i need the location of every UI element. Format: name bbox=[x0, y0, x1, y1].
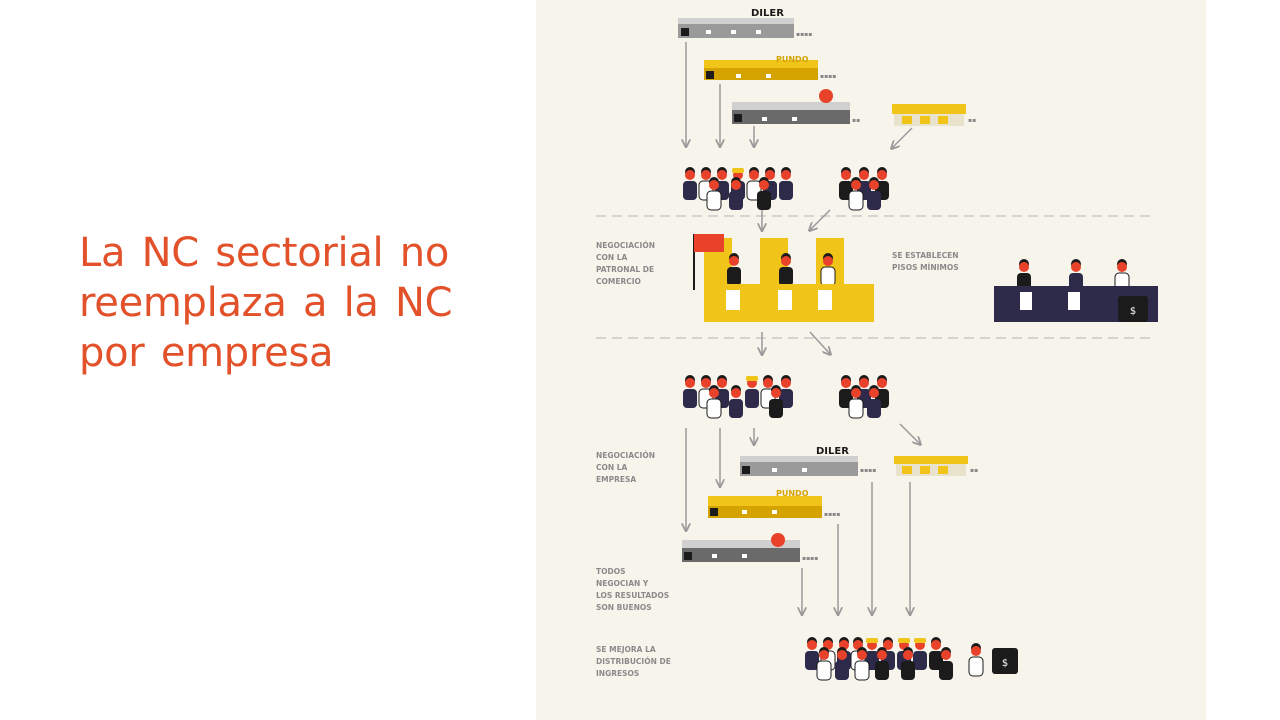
slide-title: La NC sectorial no reemplaza a la NC por… bbox=[79, 228, 499, 378]
svg-text:INGRESOS: INGRESOS bbox=[596, 669, 639, 678]
svg-text:CON LA: CON LA bbox=[596, 463, 628, 472]
svg-text:SE ESTABLECEN: SE ESTABLECEN bbox=[892, 251, 959, 260]
title-line-2: reemplaza a la NC bbox=[79, 280, 453, 326]
svg-text:▪▪▪▪: ▪▪▪▪ bbox=[796, 31, 812, 38]
worker-group-icon bbox=[839, 167, 889, 211]
svg-text:SE MEJORA LA: SE MEJORA LA bbox=[596, 645, 656, 654]
bargaining-infographic: DILER ▪▪▪▪ PUNDO ▪▪▪▪ ▪▪ ▪▪ bbox=[536, 0, 1206, 720]
sector-negotiation-table bbox=[693, 234, 874, 322]
store-icon: ▪▪ bbox=[894, 456, 978, 476]
worker-group-icon bbox=[683, 374, 793, 419]
svg-text:NEGOCIACIÓN: NEGOCIACIÓN bbox=[596, 451, 655, 460]
svg-text:PISOS MÍNIMOS: PISOS MÍNIMOS bbox=[892, 263, 959, 272]
store-icon: DILER ▪▪▪▪ bbox=[678, 8, 812, 38]
svg-text:NEGOCIAN Y: NEGOCIAN Y bbox=[596, 579, 649, 588]
employer-table: $ bbox=[994, 258, 1158, 322]
store-icon: ▪▪ bbox=[892, 104, 976, 126]
arrow-icon bbox=[762, 331, 830, 354]
title-line-1: La NC sectorial no bbox=[79, 230, 449, 276]
money-bag-icon: $ bbox=[1118, 296, 1148, 322]
income-distribution-label: SE MEJORA LA DISTRIBUCIÓN DE INGRESOS bbox=[596, 645, 671, 678]
svg-text:PATRONAL DE: PATRONAL DE bbox=[596, 265, 654, 274]
store-icon: PUNDO ▪▪▪▪ bbox=[704, 55, 836, 80]
worker-group-icon: $ bbox=[805, 636, 1018, 681]
svg-text:▪▪: ▪▪ bbox=[968, 117, 976, 124]
svg-text:CON LA: CON LA bbox=[596, 253, 628, 262]
minimum-floors-label: SE ESTABLECEN PISOS MÍNIMOS bbox=[892, 251, 959, 272]
svg-text:$: $ bbox=[1130, 306, 1136, 317]
company-2-sign: PUNDO bbox=[776, 489, 809, 498]
arrow-icon bbox=[802, 482, 910, 614]
svg-text:$: $ bbox=[1002, 658, 1008, 669]
svg-text:SON BUENOS: SON BUENOS bbox=[596, 603, 652, 612]
sector-bargaining-label: NEGOCIACIÓN CON LA PATRONAL DE COMERCIO bbox=[596, 241, 655, 286]
svg-text:▪▪▪▪: ▪▪▪▪ bbox=[820, 73, 836, 80]
company-bargaining-label: NEGOCIACIÓN CON LA EMPRESA bbox=[596, 451, 655, 484]
company-1-sign: DILER bbox=[751, 8, 784, 19]
company-1-sign: DILER bbox=[816, 446, 849, 457]
store-icon: DILER ▪▪▪▪ bbox=[740, 446, 876, 476]
store-icon: ▪▪ bbox=[732, 89, 860, 124]
flag-icon bbox=[693, 234, 724, 290]
svg-text:▪▪▪▪: ▪▪▪▪ bbox=[824, 511, 840, 518]
svg-text:TODOS: TODOS bbox=[596, 567, 626, 576]
arrow-icon bbox=[762, 209, 831, 230]
everyone-bargains-label: TODOS NEGOCIAN Y LOS RESULTADOS SON BUEN… bbox=[596, 567, 669, 612]
svg-text:DISTRIBUCIÓN DE: DISTRIBUCIÓN DE bbox=[596, 657, 671, 666]
worker-group-icon bbox=[839, 375, 889, 419]
worker-group-icon bbox=[683, 166, 793, 211]
svg-text:EMPRESA: EMPRESA bbox=[596, 475, 636, 484]
svg-text:NEGOCIACIÓN: NEGOCIACIÓN bbox=[596, 241, 655, 250]
store-icon: ▪▪▪▪ bbox=[682, 533, 818, 562]
money-bag-icon: $ bbox=[992, 648, 1018, 674]
title-line-3: por empresa bbox=[79, 330, 334, 376]
svg-text:LOS RESULTADOS: LOS RESULTADOS bbox=[596, 591, 669, 600]
arrow-icon bbox=[686, 42, 913, 148]
arrow-icon bbox=[686, 423, 920, 530]
svg-text:COMERCIO: COMERCIO bbox=[596, 277, 641, 286]
company-2-sign: PUNDO bbox=[776, 55, 809, 64]
svg-text:▪▪: ▪▪ bbox=[970, 467, 978, 474]
svg-text:▪▪▪▪: ▪▪▪▪ bbox=[860, 467, 876, 474]
svg-text:▪▪▪▪: ▪▪▪▪ bbox=[802, 555, 818, 562]
svg-text:▪▪: ▪▪ bbox=[852, 117, 860, 124]
store-icon: PUNDO ▪▪▪▪ bbox=[708, 489, 840, 518]
